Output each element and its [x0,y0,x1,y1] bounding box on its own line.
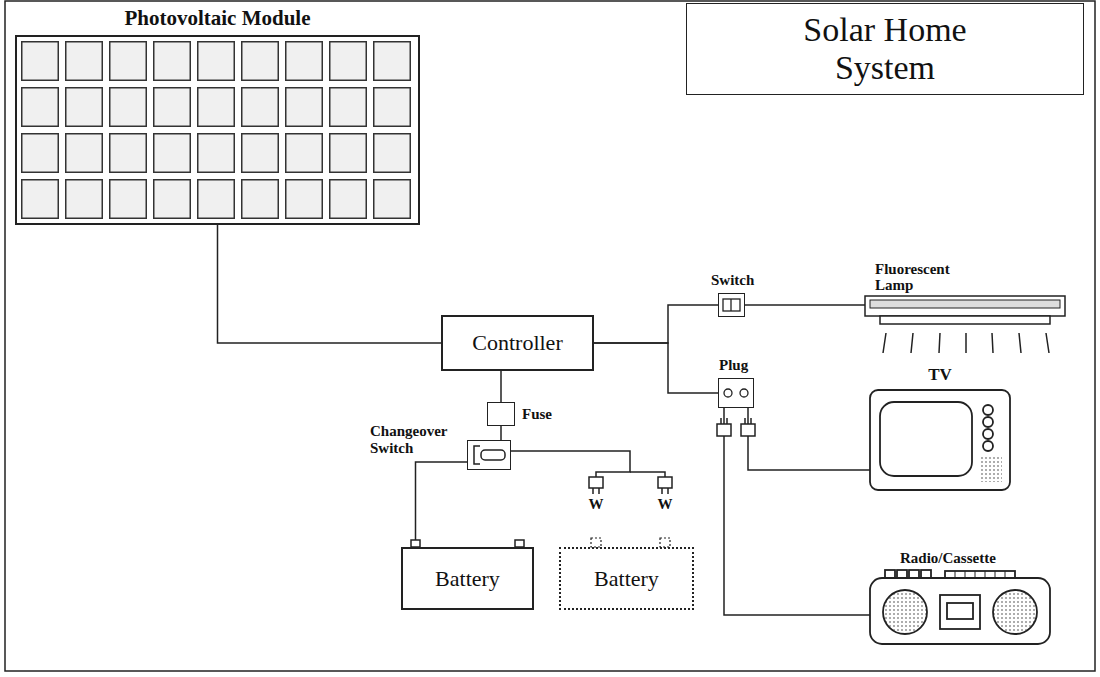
wire [745,304,865,306]
node-label: Battery [594,566,659,592]
node-label: Plug [719,357,748,374]
battery-plugs [589,477,672,494]
plug-marking: W [588,496,604,512]
radio-cassette: Radio/Cassette [870,578,1050,644]
tv-set: TV [870,390,1010,490]
wire [218,225,442,343]
wire [511,451,630,547]
node-label: Changeover Switch [370,423,462,457]
node-label: Fluorescent Lamp [875,261,970,293]
battery-box: Battery [401,547,534,610]
wire [416,462,468,547]
changeover-lever [474,446,505,464]
changeover-switch: Changeover Switch [467,440,511,470]
plug-socket: Plug [718,378,754,408]
tv-drawing [870,390,1010,490]
battery-terminals [411,540,524,547]
node-label: Photovoltaic Module [17,6,418,30]
fuse-box: Fuse [487,402,515,426]
fluorescent-lamp: Fluorescent Lamp [865,296,1065,316]
node-label: Controller [472,330,562,356]
node-label: Battery [435,566,500,592]
plug-marking: W [657,496,673,512]
appliance-plugs [717,418,755,436]
page-border [5,1,1095,671]
socket-holes [724,389,748,397]
wire [594,343,718,393]
battery-sockets [591,538,670,547]
node-label: TV [870,365,1010,384]
light-switch: Switch [718,293,745,317]
title-text: Solar Home System [785,11,985,87]
radio-drawing [870,570,1050,644]
pv-cells [21,41,411,219]
pv-module: Photovoltaic Module [15,35,420,225]
node-label: Radio/Cassette [900,550,996,567]
node-label: Switch [711,272,754,289]
wire [594,305,718,343]
wire [748,408,870,470]
controller-box: Controller [441,315,594,371]
wire [724,408,870,615]
battery-box: Battery [559,547,694,610]
wire [500,426,502,440]
switch-rocker [723,299,740,311]
title-box: Solar Home System [686,3,1084,95]
node-label: Fuse [522,406,552,423]
fluorescent-lamp-drawing [865,296,1065,353]
wire [500,371,502,402]
